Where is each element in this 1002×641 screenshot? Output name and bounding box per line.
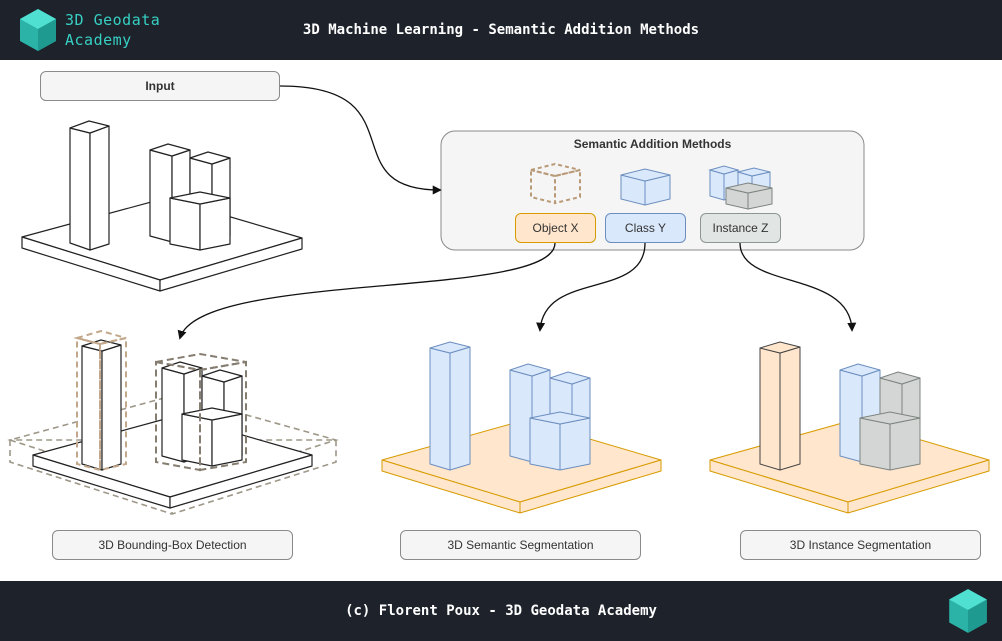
- arrow-class-to-semantic: [536, 242, 646, 332]
- footer-bar: (c) Florent Poux - 3D Geodata Academy: [0, 581, 1002, 641]
- methods-group-title: Semantic Addition Methods: [573, 137, 732, 151]
- output-bbox-detection[interactable]: 3D Bounding-Box Detection: [52, 530, 293, 560]
- output-semantic-segmentation[interactable]: 3D Semantic Segmentation: [400, 530, 641, 560]
- semantic-scene: [381, 341, 662, 514]
- brand-line-2: Academy: [65, 31, 132, 49]
- instance-cubes-icon: [708, 165, 773, 210]
- brand-name: 3D Geodata Academy: [65, 10, 160, 50]
- hexagon-cube-logo-icon: [949, 589, 987, 633]
- output-instance-segmentation[interactable]: 3D Instance Segmentation: [740, 530, 981, 560]
- page-title: 3D Machine Learning - Semantic Addition …: [302, 22, 700, 38]
- connectors: [177, 85, 857, 340]
- header-bar: 3D Geodata Academy 3D Machine Learning -…: [0, 0, 1002, 60]
- hexagon-cube-logo-icon: [20, 9, 56, 51]
- input-box[interactable]: Input: [40, 71, 280, 101]
- footer-credit: (c) Florent Poux - 3D Geodata Academy: [345, 603, 657, 619]
- input-scene: [21, 120, 303, 292]
- dashed-cube-icon: [530, 162, 581, 205]
- method-instance-z[interactable]: Instance Z: [700, 213, 781, 243]
- bbox-scene: [7, 329, 339, 515]
- arrow-object-to-bbox: [177, 242, 556, 340]
- method-object-x[interactable]: Object X: [515, 213, 596, 243]
- blue-cube-icon: [620, 168, 671, 206]
- method-class-y[interactable]: Class Y: [605, 213, 686, 243]
- brand-line-1: 3D Geodata: [65, 11, 161, 29]
- arrow-instance-to-instanceseg: [739, 242, 857, 332]
- arrow-input-to-methods: [279, 85, 442, 195]
- instance-scene: [709, 341, 990, 514]
